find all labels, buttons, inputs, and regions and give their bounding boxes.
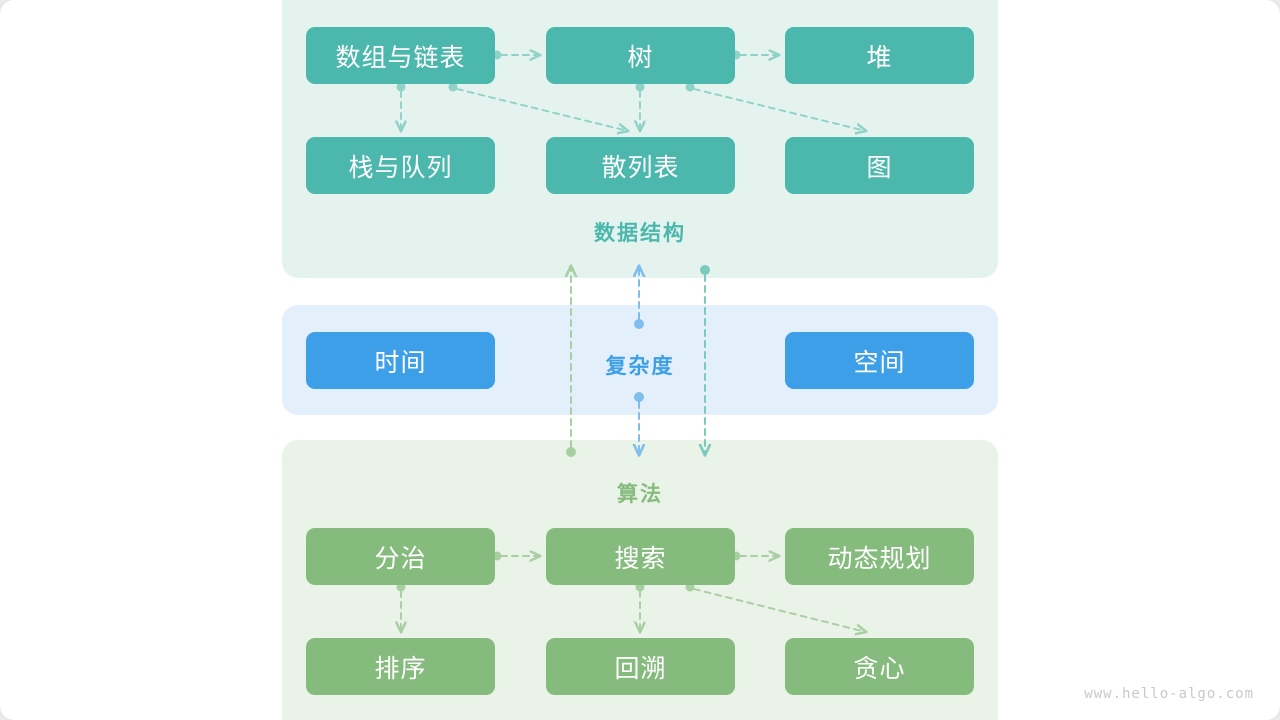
node-graph[interactable]: 图 xyxy=(785,137,974,194)
node-stack-and-queue[interactable]: 栈与队列 xyxy=(306,137,495,194)
section-caption-complexity: 复杂度 xyxy=(605,355,675,378)
node-greedy[interactable]: 贪心 xyxy=(785,638,974,695)
node-searching[interactable]: 搜索 xyxy=(546,528,735,585)
node-sorting[interactable]: 排序 xyxy=(306,638,495,695)
node-hash-table[interactable]: 散列表 xyxy=(546,137,735,194)
node-backtracking[interactable]: 回溯 xyxy=(546,638,735,695)
node-heap[interactable]: 堆 xyxy=(785,27,974,84)
node-array-and-linked-list[interactable]: 数组与链表 xyxy=(306,27,495,84)
node-tree[interactable]: 树 xyxy=(546,27,735,84)
watermark-url: www.hello-algo.com xyxy=(1084,686,1254,702)
node-time-complexity[interactable]: 时间 xyxy=(306,332,495,389)
node-dynamic-programming[interactable]: 动态规划 xyxy=(785,528,974,585)
section-caption-algorithm: 算法 xyxy=(617,483,663,506)
section-caption-data-structure: 数据结构 xyxy=(594,222,686,245)
node-divide-and-conquer[interactable]: 分治 xyxy=(306,528,495,585)
node-space-complexity[interactable]: 空间 xyxy=(785,332,974,389)
